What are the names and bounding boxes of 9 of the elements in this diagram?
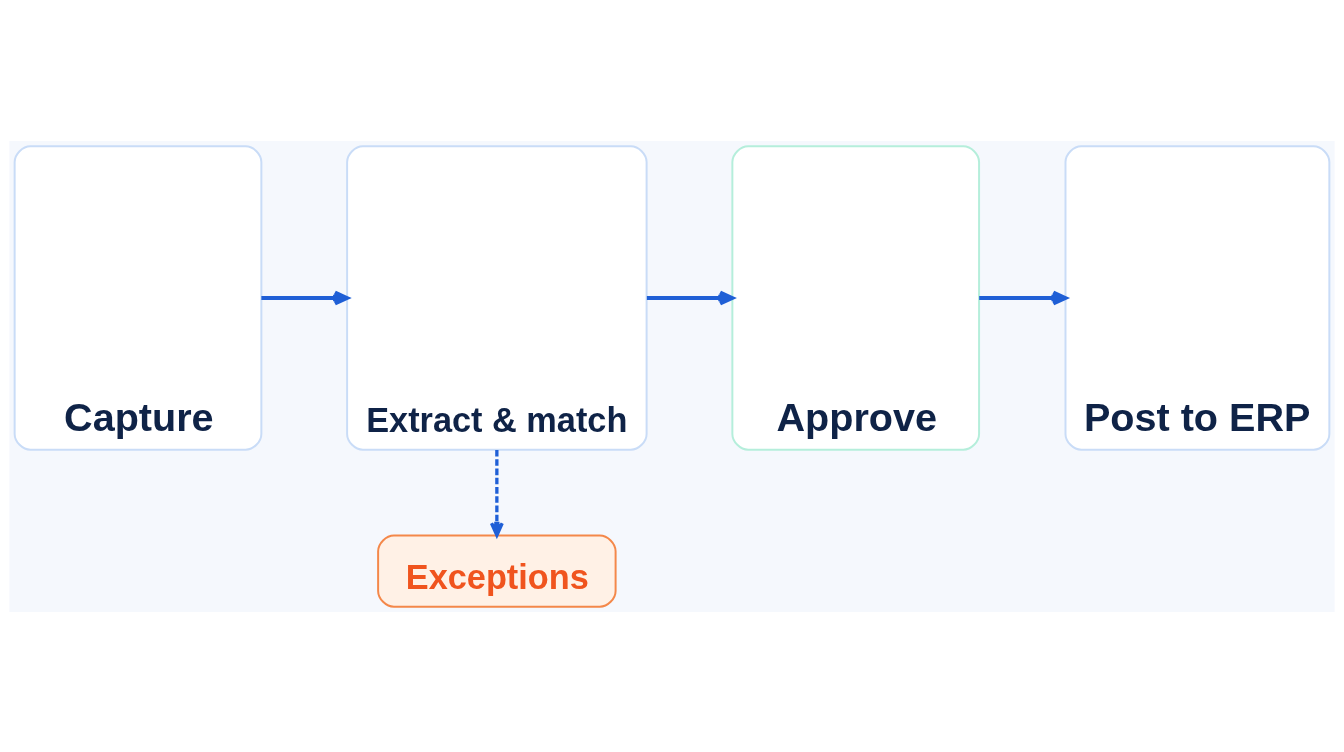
node-box: Exceptions	[377, 534, 617, 608]
arrow	[646, 290, 735, 305]
arrow	[489, 449, 504, 537]
node-box: Capture	[13, 144, 263, 451]
arrow	[979, 290, 1068, 305]
node-box: Post to ERP	[1064, 144, 1331, 451]
node-box: Extract & match	[346, 144, 648, 451]
arrow	[261, 290, 349, 305]
node-box: Approve	[731, 144, 981, 451]
